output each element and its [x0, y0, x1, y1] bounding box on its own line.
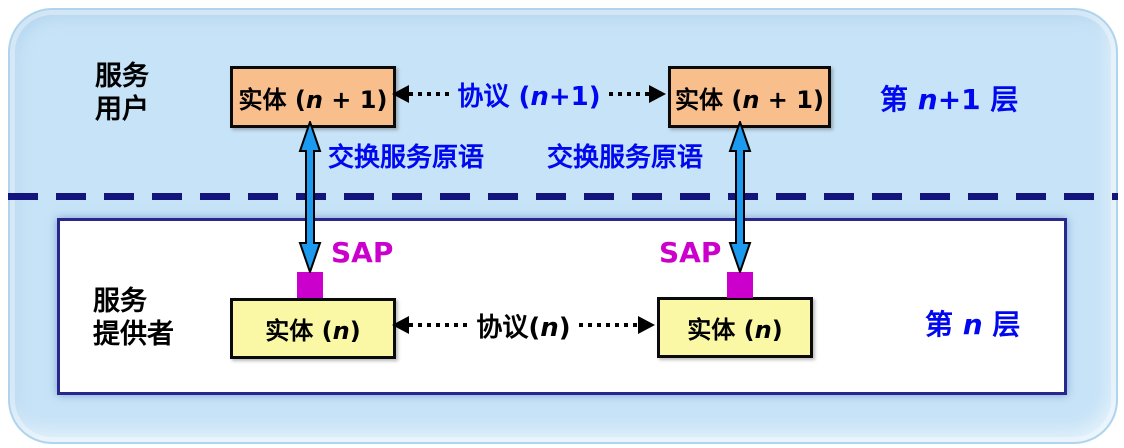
- service-user-line1: 服务: [95, 61, 149, 92]
- arrowhead-left-icon: [392, 85, 409, 103]
- service-provider-line1: 服务: [93, 286, 147, 317]
- entity-box-lower-right: 实体 (n): [657, 297, 813, 358]
- protocol-connector-upper: 协议 (n+1): [392, 79, 666, 112]
- protocol-lower-label: 协议(n): [476, 312, 571, 343]
- service-provider-line2: 提供者: [93, 319, 174, 350]
- layer-upper-label: 第 n+1 层: [880, 83, 1019, 116]
- primitives-label-right: 交换服务原语: [547, 143, 704, 173]
- arrowhead-left-icon: [392, 316, 409, 334]
- dotted-line: [409, 323, 469, 327]
- entity-lower-left-label: 实体 (n): [265, 317, 361, 345]
- sap-label-right: SAP: [659, 236, 722, 269]
- sap-label-left: SAP: [331, 236, 394, 269]
- service-user-label: 服务 用户: [95, 60, 149, 126]
- double-arrow-icon-left: [298, 121, 322, 273]
- dotted-line: [608, 92, 649, 96]
- service-provider-label: 服务 提供者: [93, 285, 174, 351]
- layer-lower-label: 第 n 层: [925, 308, 1021, 341]
- arrowhead-right-icon: [649, 85, 666, 103]
- dotted-line: [409, 92, 450, 96]
- layer-boundary-dashed-line: [8, 193, 1118, 200]
- service-provider-region: [57, 218, 1067, 395]
- sap-square-left: [297, 272, 323, 298]
- protocol-connector-lower: 协议(n): [392, 310, 656, 343]
- entity-lower-right-label: 实体 (n): [687, 316, 783, 344]
- protocol-upper-label: 协议 (n+1): [457, 81, 601, 112]
- double-arrow-icon-right: [728, 121, 752, 273]
- sap-square-right: [727, 272, 753, 298]
- service-user-line2: 用户: [95, 94, 149, 125]
- arrowhead-right-icon: [638, 316, 656, 334]
- entity-upper-right-label: 实体 (n + 1): [675, 85, 824, 114]
- entity-box-upper-left: 实体 (n + 1): [230, 66, 396, 128]
- primitives-label-left: 交换服务原语: [328, 143, 485, 173]
- dotted-line: [578, 323, 639, 327]
- entity-box-lower-left: 实体 (n): [230, 298, 396, 359]
- entity-box-upper-right: 实体 (n + 1): [668, 66, 831, 128]
- entity-upper-left-label: 实体 (n + 1): [238, 85, 388, 114]
